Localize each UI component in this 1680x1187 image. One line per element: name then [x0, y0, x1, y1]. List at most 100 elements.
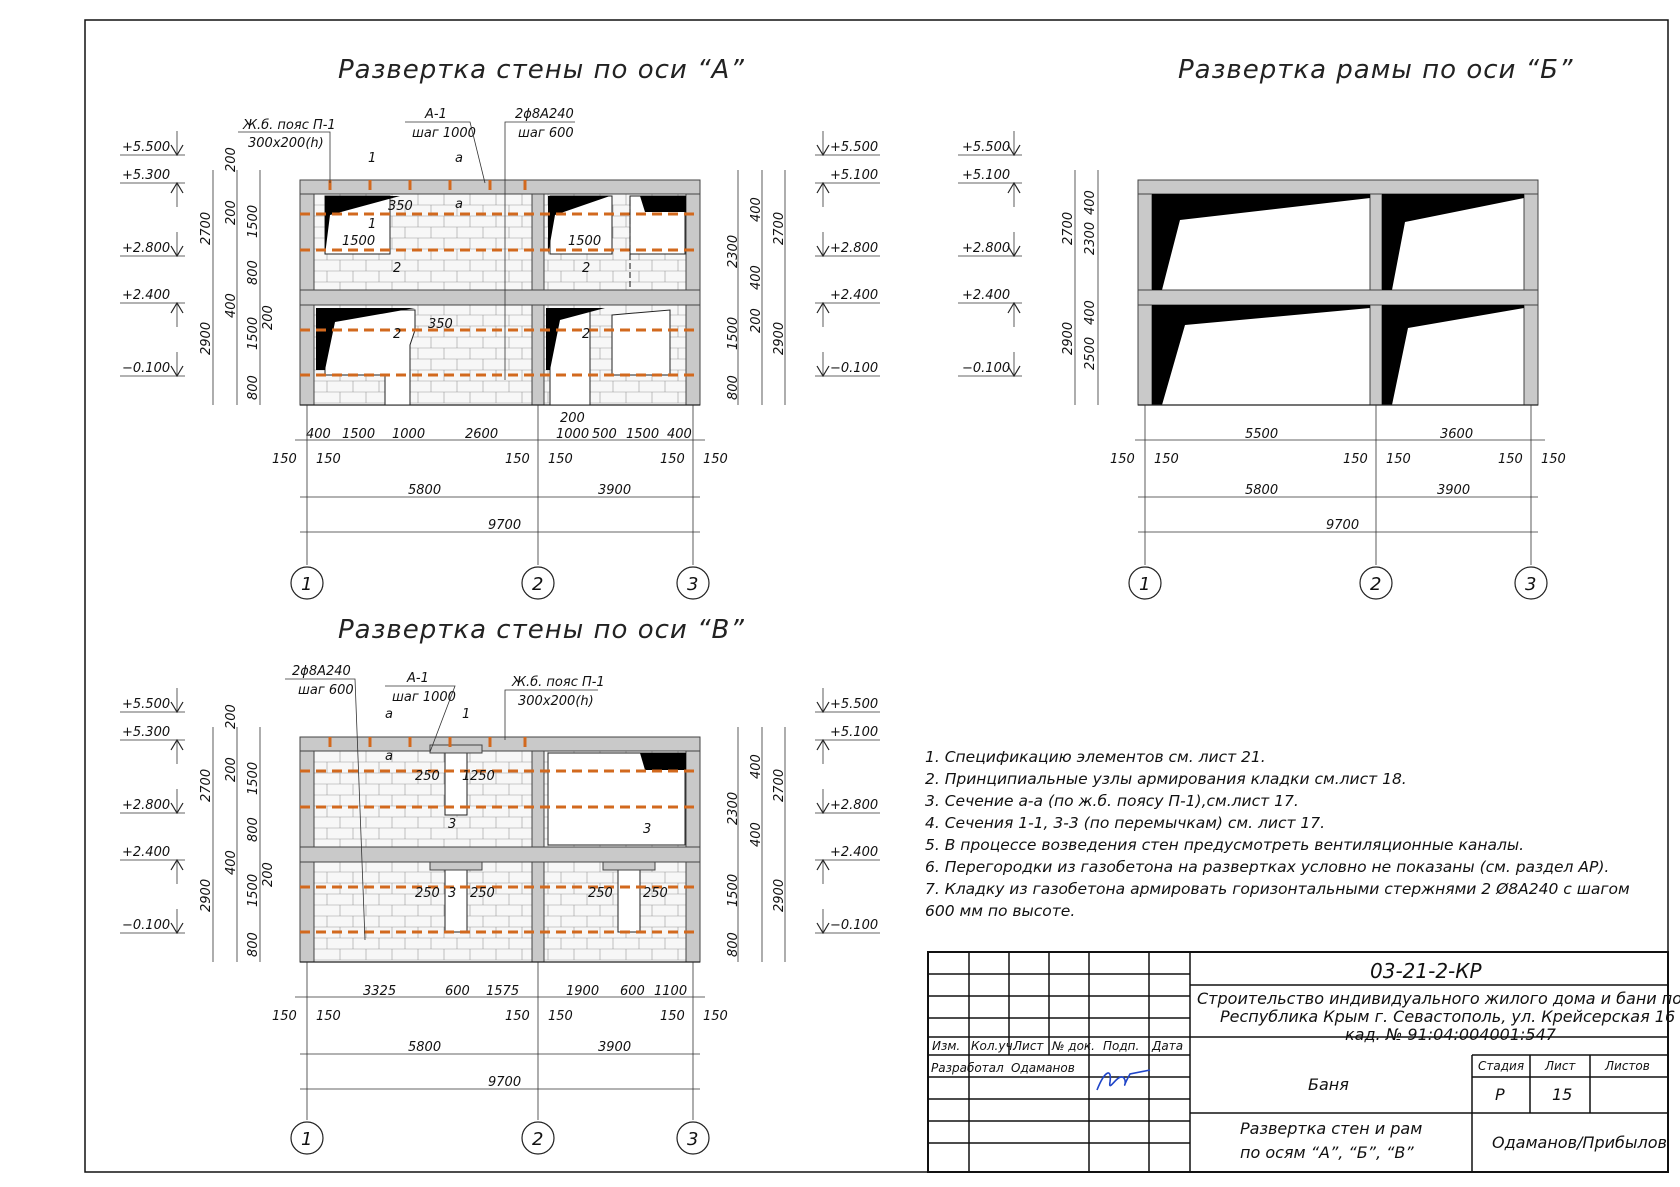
wall-a-door-1	[324, 309, 416, 406]
tb-sheet-title-1: Развертка стен и рам	[1240, 1119, 1422, 1138]
wall-v-vtot-2: 2900	[199, 879, 214, 912]
tb-sheet: 15	[1552, 1085, 1572, 1104]
level-label: +5.500	[122, 140, 170, 155]
wall-a-belt-size: 300х200(h)	[248, 136, 324, 151]
wall-v-vd-3: 800	[246, 817, 261, 842]
wall-v-d250-3: 250	[415, 886, 440, 901]
tb-code: 03-21-2-КР	[1370, 959, 1482, 983]
wall-v-hd-2: 1575	[486, 984, 519, 999]
wall-v-mid-beam	[299, 846, 701, 863]
wall-a-a1-leader	[405, 121, 486, 184]
wall-v-belt-leader	[504, 689, 598, 740]
tb-h-list: Лист	[1012, 1039, 1044, 1053]
wall-v-sec1: 1	[462, 707, 470, 722]
note-3: 3. Сечение а-а (по ж.б. поясу П-1),см.ли…	[925, 792, 1299, 810]
frame-b-elevation: +5.500+5.100+2.800+2.400−0.100 2700 2900…	[958, 131, 1566, 600]
wall-a-rvd-2: 400	[749, 265, 764, 290]
wall-v-d250-1: 250	[415, 769, 440, 784]
tb-project-1: Строительство индивидуального жилого дом…	[1197, 989, 1680, 1008]
level-label: +5.300	[122, 168, 170, 183]
wall-a-elevation: 1500 1500 350 350 1 1 а а 2 2 2 2 Ж.б. п…	[238, 107, 701, 406]
wall-v-levels-left: +5.500+5.300+2.800+2.400−0.100	[120, 688, 185, 935]
title-frame-b: Развертка рамы по оси “Б”	[1178, 55, 1573, 85]
tb-role: Разработал	[931, 1061, 1004, 1075]
level-label: +5.100	[830, 168, 878, 183]
frame-b-vtot-2: 2900	[1061, 322, 1076, 355]
wall-a-window-4	[611, 309, 671, 376]
wall-v-vd-7: 800	[246, 932, 261, 957]
wall-a-hd-3: 2600	[465, 427, 498, 442]
note-8: 600 мм по высоте.	[925, 902, 1075, 920]
wall-v-hd-0: 3325	[363, 984, 396, 999]
wall-a-hd-4: 200	[560, 411, 585, 426]
wall-v-rvtot-1: 2700	[772, 769, 787, 802]
frame-b-haunch-1	[1152, 194, 1370, 290]
wall-v-lintel-1	[429, 744, 483, 754]
note-4: 4. Сечения 1-1, 3-3 (по перемычкам) см. …	[925, 814, 1325, 832]
tb-h-ndok: № док.	[1051, 1039, 1095, 1053]
wall-v-axis-bubble-2	[521, 1121, 555, 1155]
wall-a-rvd-4: 1500	[726, 317, 741, 350]
wall-v-rvd-0: 400	[749, 754, 764, 779]
wall-a-belt-leader	[238, 131, 331, 183]
frame-b-clear-1: 5500	[1245, 427, 1278, 442]
wall-a-150-4: 150	[548, 452, 573, 467]
wall-v-axis-bubble-1	[290, 1121, 324, 1155]
level-label: −0.100	[962, 361, 1010, 376]
wall-a-rvtot-2: 2900	[772, 322, 787, 355]
wall-v-d250-5: 250	[588, 886, 613, 901]
frame-b-top-beam	[1137, 179, 1539, 195]
frame-b-150-1: 150	[1110, 452, 1135, 467]
level-label: −0.100	[830, 361, 878, 376]
tb-h-kolu: Кол.уч.	[971, 1039, 1016, 1053]
level-label: +2.800	[122, 241, 170, 256]
tb-sheets-label: Листов	[1604, 1059, 1650, 1073]
frame-b-150-6: 150	[1541, 452, 1566, 467]
wall-a-vd-0: 200	[224, 147, 239, 172]
tb-sheet-title-2: по осям “А”, “Б”, “В”	[1240, 1143, 1414, 1162]
wall-a-150-2: 150	[316, 452, 341, 467]
title-block: Изм. Кол.уч. Лист № док. Подп. Дата Разр…	[927, 951, 1680, 1173]
frame-b-mid-beam	[1137, 289, 1539, 306]
wall-a-sec1b: 1	[368, 217, 376, 232]
wall-v-axis-1: 1	[301, 1129, 312, 1150]
level-label: +5.100	[830, 725, 878, 740]
wall-a-dims: +5.500+5.300+2.800+2.400−0.100 +5.500+5.…	[120, 131, 880, 600]
wall-v-rebar	[300, 737, 700, 934]
level-label: +2.800	[830, 241, 878, 256]
level-label: +5.500	[122, 697, 170, 712]
wall-v-rvd-4: 1500	[726, 874, 741, 907]
wall-v-axis-2: 2	[532, 1129, 543, 1150]
wall-v-vd-4: 400	[224, 850, 239, 875]
tb-stage: Р	[1495, 1085, 1505, 1104]
frame-b-clear-2: 3600	[1440, 427, 1473, 442]
wall-a-hd-6: 500	[592, 427, 617, 442]
wall-v-axis-3: 3	[687, 1129, 698, 1150]
frame-b-axis-bubble-3	[1514, 566, 1548, 600]
frame-b-span-1: 5800	[1245, 483, 1278, 498]
wall-v-vtot-1: 2700	[199, 769, 214, 802]
wall-v-belt-label: Ж.б. пояс П-1	[511, 675, 605, 690]
wall-v-150-6: 150	[703, 1009, 728, 1024]
wall-a-rvtot-1: 2700	[772, 212, 787, 245]
wall-a-haunch-5	[546, 308, 605, 370]
wall-v-150-1: 150	[272, 1009, 297, 1024]
frame-b-span-2: 3900	[1437, 483, 1470, 498]
frame-b-axis-2: 2	[1370, 574, 1381, 595]
wall-a-hd-5: 1000	[556, 427, 589, 442]
wall-a-rvd-1: 2300	[726, 235, 741, 268]
frame-b-axis-bubble-1	[1128, 566, 1162, 600]
wall-a-vd-3: 800	[246, 260, 261, 285]
level-label: +5.500	[830, 697, 878, 712]
frame-b-axis-3: 3	[1525, 574, 1536, 595]
level-label: −0.100	[122, 918, 170, 933]
wall-a-rvd-0: 400	[749, 197, 764, 222]
note-5: 5. В процессе возведения стен предусмотр…	[925, 836, 1524, 854]
frame-b-haunch-3	[1152, 305, 1370, 405]
wall-v-seca: а	[385, 707, 393, 722]
wall-v-span-1: 5800	[408, 1040, 441, 1055]
wall-a-w1500-2: 1500	[568, 234, 601, 249]
wall-a-rebar-step: шаг 600	[518, 126, 574, 141]
frame-b-vd-1: 2300	[1083, 222, 1098, 255]
tb-object: Баня	[1308, 1075, 1349, 1094]
